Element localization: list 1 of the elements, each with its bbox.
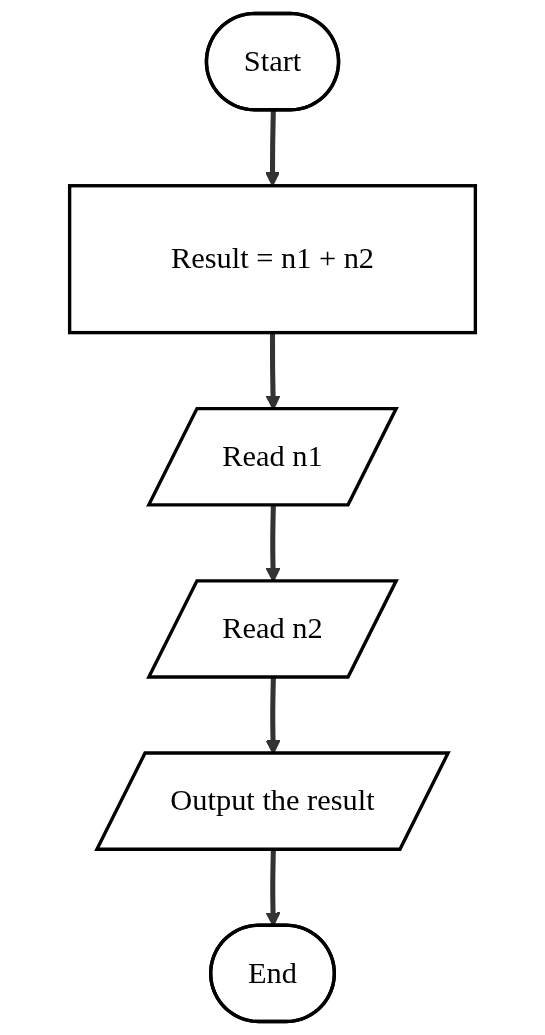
node-box: Result = n1 + n2	[67, 184, 478, 335]
